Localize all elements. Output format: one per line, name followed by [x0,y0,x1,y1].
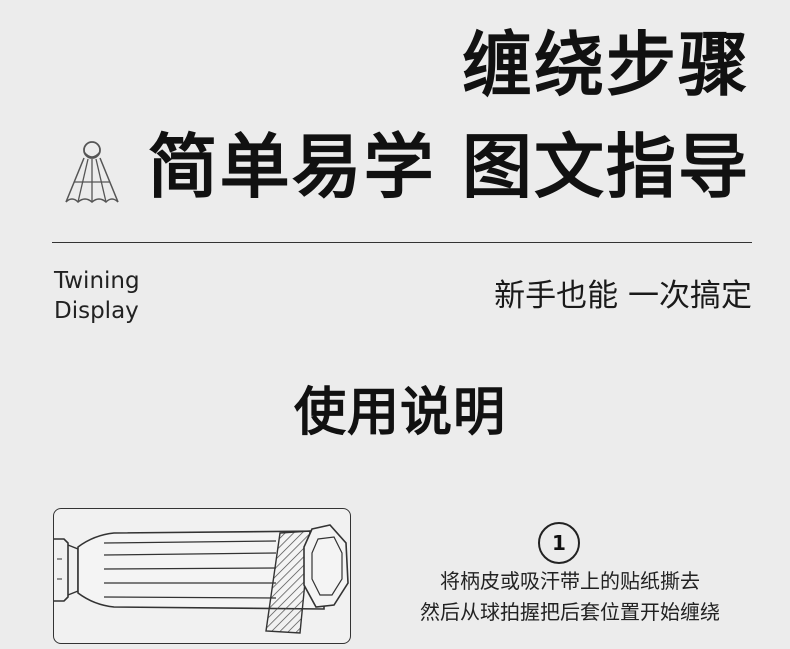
step-1-description: 将柄皮或吸汗带上的贴纸撕去 然后从球拍握把后套位置开始缠绕 [350,566,790,628]
instructions-title: 使用说明 [293,383,506,443]
english-label-line-2: Display [54,298,139,324]
racket-handle-diagram [54,524,349,634]
title-line-2: 简单易学 图文指导 [147,126,750,208]
step-1-illustration [53,508,351,644]
tagline: 新手也能 一次搞定 [494,278,752,314]
title-line-1: 缠绕步骤 [462,24,750,106]
english-label: Twining Display [54,266,140,326]
step-1-description-line-2: 然后从球拍握把后套位置开始缠绕 [420,600,720,624]
step-1-description-line-1: 将柄皮或吸汗带上的贴纸撕去 [440,569,700,593]
english-label-line-1: Twining [54,268,140,294]
divider [52,242,752,243]
step-1-number-badge: 1 [538,522,580,564]
badminton-shuttlecock-icon [65,141,119,204]
